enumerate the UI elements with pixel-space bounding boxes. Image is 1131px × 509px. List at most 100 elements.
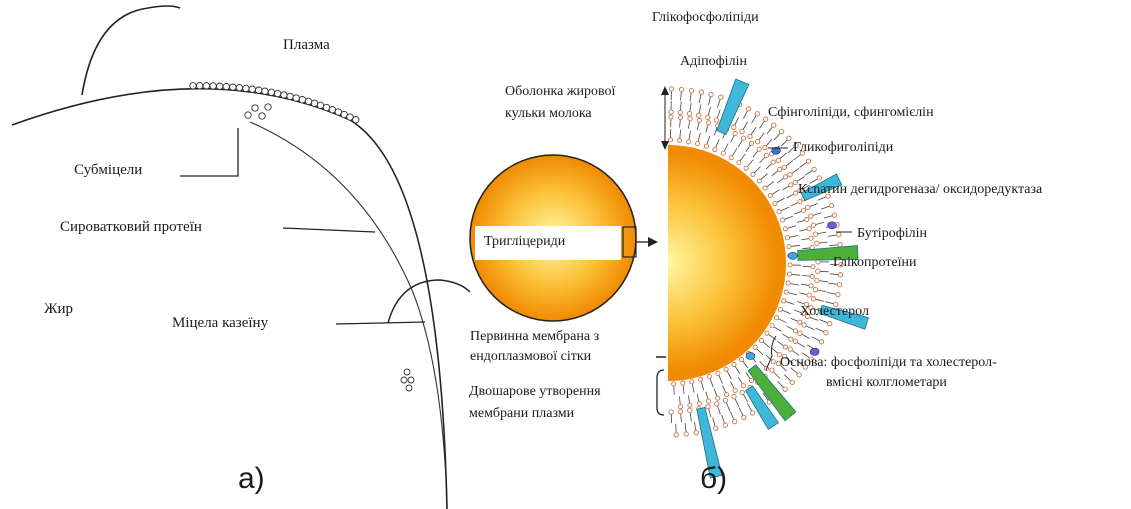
caption-a: а) [238, 462, 265, 496]
lipid-head [704, 144, 708, 148]
lipid-head [699, 377, 703, 381]
lipid-head [729, 156, 733, 160]
lipid-head [783, 387, 787, 391]
lipid-head [836, 292, 840, 296]
submicelle-bead [323, 104, 329, 110]
lipid-head [798, 200, 802, 204]
submicelle-bead [245, 112, 251, 118]
lipid-head [783, 227, 787, 231]
lipid-head [757, 147, 761, 151]
lipid-head [699, 90, 703, 94]
large-fat-globule-core [668, 145, 786, 381]
label-shell-line1: Оболонка жирової [505, 82, 615, 101]
lipid-head [809, 284, 813, 288]
submicelle-bead [197, 83, 203, 89]
lipid-head [733, 388, 737, 392]
lipid-head [678, 110, 682, 114]
lipid-head [783, 175, 787, 179]
lipid-head [681, 381, 685, 385]
lipid-head [837, 282, 841, 286]
lipid-head [777, 210, 781, 214]
lipid-head [746, 107, 750, 111]
submicelle-bead [274, 90, 280, 96]
submicelle-bead [230, 84, 236, 90]
label-sphingolipids: Сфінголіпіди, сфингомієлін [768, 103, 934, 122]
lipid-head [807, 293, 811, 297]
casein-micelle-arc [388, 280, 470, 323]
lipid-head [749, 378, 753, 382]
lipid-head [816, 269, 820, 273]
submicelle-bead [265, 104, 271, 110]
lipid-head [771, 360, 775, 364]
lipid-head [797, 373, 801, 377]
lipid-head [788, 173, 792, 177]
lipid-head [697, 402, 701, 406]
label-bilayer-line2: мембрани плазми [469, 404, 574, 423]
casein-bead [408, 377, 414, 383]
zoom-arrow-head [648, 237, 658, 247]
label-base-line2: вмісні колглометари [826, 373, 947, 392]
lipid-head [828, 321, 832, 325]
whey-protein-layer [250, 122, 446, 480]
submicelle-bead [236, 85, 242, 91]
lipid-head [764, 153, 768, 157]
lipid-head [787, 272, 791, 276]
lipid-head [724, 367, 728, 371]
lipid-head [721, 151, 725, 155]
shell-arrow-bottom [661, 141, 669, 150]
label-primary-membrane-line1: Первинна мембрана з [470, 327, 599, 346]
submicelle-bead [329, 107, 335, 113]
lipid-head [811, 265, 815, 269]
lipid-head [751, 172, 755, 176]
lipid-head [787, 245, 791, 249]
lipid-head [716, 396, 720, 400]
lipid-head [774, 316, 778, 320]
lipid-head [742, 415, 746, 419]
panel-a [12, 6, 470, 509]
lipid-head [672, 382, 676, 386]
submicelle-bead [353, 117, 359, 123]
lipid-head [733, 419, 737, 423]
submicelle-bead [299, 97, 305, 103]
lipid-head [678, 409, 682, 413]
lipid-head [837, 232, 841, 236]
lipid-head [706, 115, 710, 119]
submicelle-bead [243, 85, 249, 91]
lipid-head [832, 213, 836, 217]
lipid-head [806, 205, 810, 209]
lipid-head [679, 87, 683, 91]
lipid-head [741, 136, 745, 140]
lipid-head [669, 87, 673, 91]
lipid-head [719, 95, 723, 99]
lipid-head [732, 395, 736, 399]
lipid-head [838, 242, 842, 246]
lipid-head [789, 337, 793, 341]
lipid-head [810, 274, 814, 278]
lipid-head [770, 324, 774, 328]
lipid-head [819, 340, 823, 344]
lipid-head [707, 399, 711, 403]
lipid-head [829, 203, 833, 207]
lipid-head [684, 432, 688, 436]
lipid-head [748, 134, 752, 138]
submicelle-bead [293, 95, 299, 101]
lipid-head [723, 423, 727, 427]
submicelle-bead [287, 93, 293, 99]
enzyme-blob [746, 352, 755, 359]
lipid-head [714, 426, 718, 430]
lipid-head [707, 375, 711, 379]
label-glycoproteins: Глікопротеїни [833, 253, 917, 272]
lipid-head [773, 201, 777, 205]
label-submicelles: Субміцели [74, 161, 142, 179]
lipid-head [811, 223, 815, 227]
lipid-head [782, 299, 786, 303]
lipid-head [732, 125, 736, 129]
lipid-head [824, 331, 828, 335]
submicelle-bead [203, 83, 209, 89]
lipid-head [806, 159, 810, 163]
lipid-head [813, 287, 817, 291]
bilayer-bracket [657, 370, 664, 415]
label-plasma: Плазма [283, 36, 330, 54]
lipid-head [759, 338, 763, 342]
label-glycophospholipids: Глікофосфоліпіди [652, 8, 759, 27]
